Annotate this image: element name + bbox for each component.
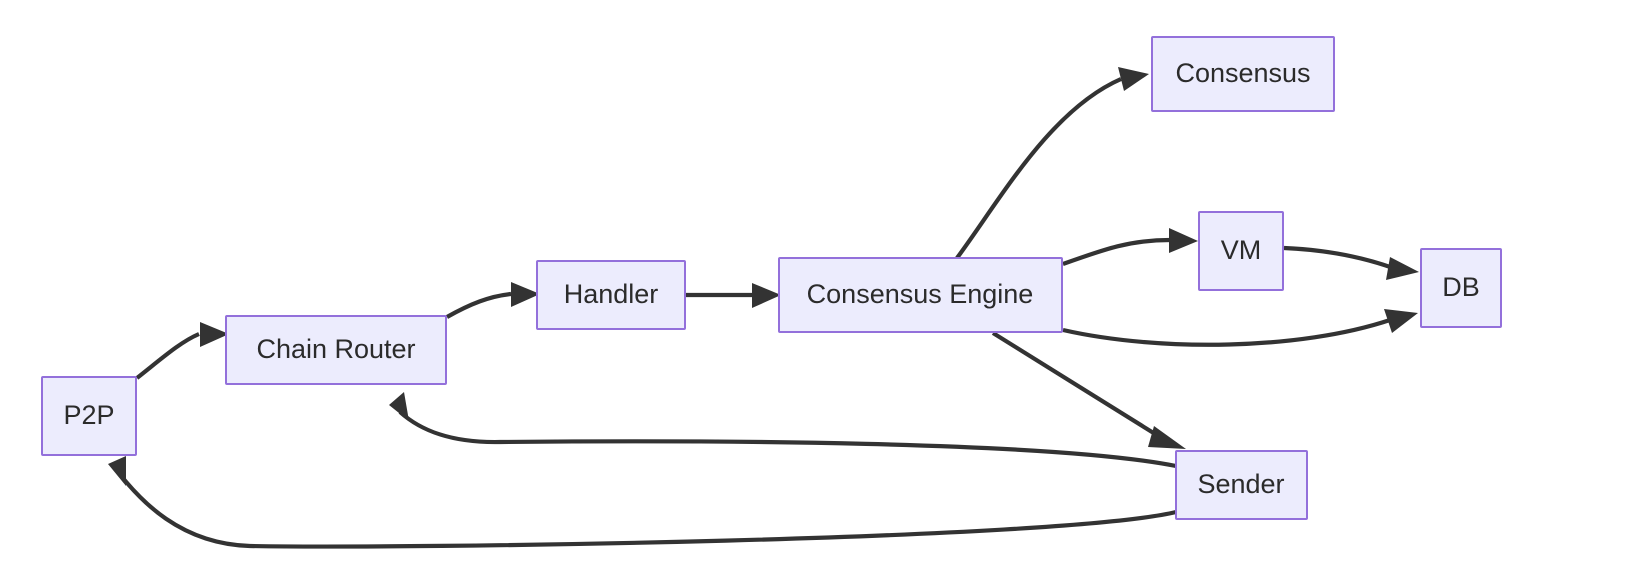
arrow-head-icon [1148, 426, 1186, 449]
node-handler[interactable]: Handler [536, 260, 686, 330]
edge-sender-to-p2p [108, 456, 1177, 549]
arrow-head-icon [1386, 257, 1419, 280]
edge-consensus-engine-to-consensus [955, 67, 1149, 260]
node-label-chain-router: Chain Router [256, 334, 415, 364]
node-p2p[interactable]: P2P [41, 376, 137, 456]
node-consensus[interactable]: Consensus [1151, 36, 1335, 112]
edge-consensus-engine-to-vm [1062, 228, 1198, 266]
edge-vm-to-db [1283, 245, 1419, 280]
node-consensus-engine[interactable]: Consensus Engine [778, 257, 1063, 333]
node-db[interactable]: DB [1420, 248, 1502, 328]
node-label-db: DB [1442, 272, 1480, 302]
node-label-vm: VM [1221, 235, 1262, 265]
node-sender[interactable]: Sender [1175, 450, 1308, 520]
arrow-head-icon [108, 456, 126, 486]
edge-chain-router-to-handler [445, 282, 540, 319]
edge-consensus-engine-to-sender [991, 331, 1186, 449]
edge-layer [108, 67, 1419, 549]
edge-sender-to-chain-router [389, 392, 1177, 469]
arrow-head-icon [1384, 309, 1418, 333]
node-label-handler: Handler [564, 279, 659, 309]
arrow-head-icon [1118, 67, 1149, 91]
edge-p2p-to-chain-router [135, 322, 229, 380]
arrow-head-icon [752, 283, 781, 308]
node-layer: P2P Chain Router Handler Consensus Engin… [41, 36, 1502, 520]
arrow-head-icon [389, 392, 409, 421]
node-label-p2p: P2P [63, 400, 114, 430]
edge-consensus-engine-to-db [1062, 309, 1418, 347]
node-vm[interactable]: VM [1198, 211, 1284, 291]
node-label-consensus-engine: Consensus Engine [807, 279, 1034, 309]
arrow-head-icon [200, 322, 229, 347]
arrow-head-icon [1169, 228, 1198, 253]
node-chain-router[interactable]: Chain Router [225, 315, 447, 385]
edge-handler-to-consensus-engine [686, 283, 781, 308]
node-label-sender: Sender [1197, 469, 1284, 499]
node-label-consensus: Consensus [1175, 58, 1310, 88]
arrow-head-icon [511, 282, 540, 307]
